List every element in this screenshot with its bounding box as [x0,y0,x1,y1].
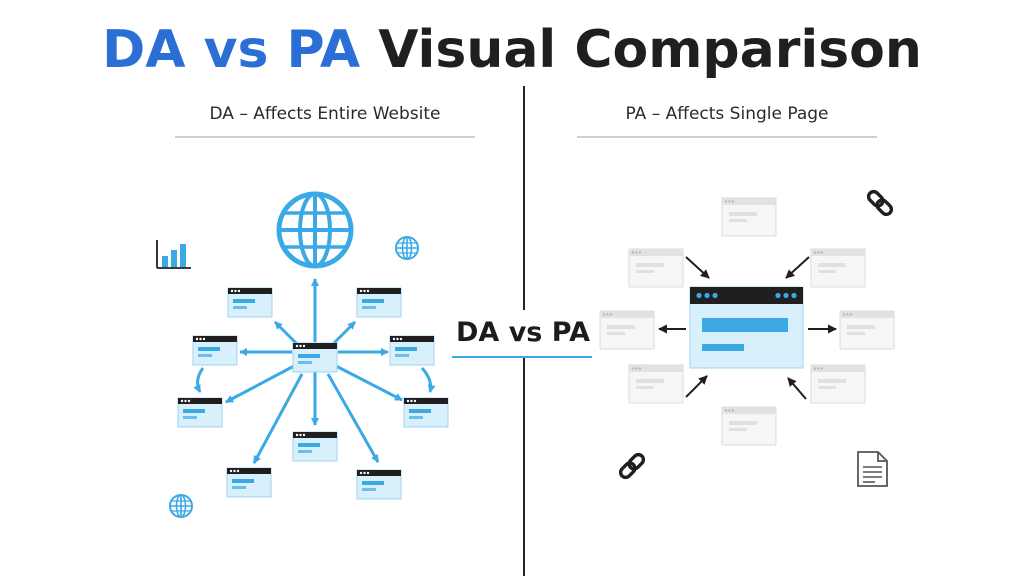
bar-chart-icon [156,240,191,269]
pa-diagram [599,187,896,487]
globe-icon [276,191,354,269]
ghost-page [628,248,684,288]
ghost-page [721,406,777,446]
network-page-icon [292,431,338,462]
network-page-icon [356,469,402,500]
network-page-icon [177,397,223,428]
link-chain-icon [864,187,896,219]
document-icon [857,451,888,487]
page-title: DA vs PA Visual Comparison [0,10,1024,90]
da-network [156,191,449,518]
network-page-icon [227,287,273,318]
title-rest: Visual Comparison [378,20,922,80]
ghost-page [810,364,866,404]
title-accent: DA vs PA [102,20,361,80]
link-chain-icon [616,450,648,482]
ghost-page [628,364,684,404]
da-panel-heading: DA – Affects Entire Website [175,104,475,138]
hub-page-icon [292,342,338,373]
pa-panel-heading: PA – Affects Single Page [577,104,877,138]
small-globe-icon [169,494,193,518]
network-page-icon [192,335,238,366]
center-label-underline [452,356,592,358]
ghost-page [839,310,895,350]
small-globe-icon [395,236,419,260]
network-page-icon [356,287,402,318]
ghost-page [599,310,655,350]
center-label: DA vs PA [448,310,598,356]
ghost-page [721,197,777,237]
ghost-page [810,248,866,288]
network-page-icon [226,467,272,498]
network-page-icon [403,397,449,428]
focused-page-icon [689,286,804,369]
network-page-icon [389,335,435,366]
